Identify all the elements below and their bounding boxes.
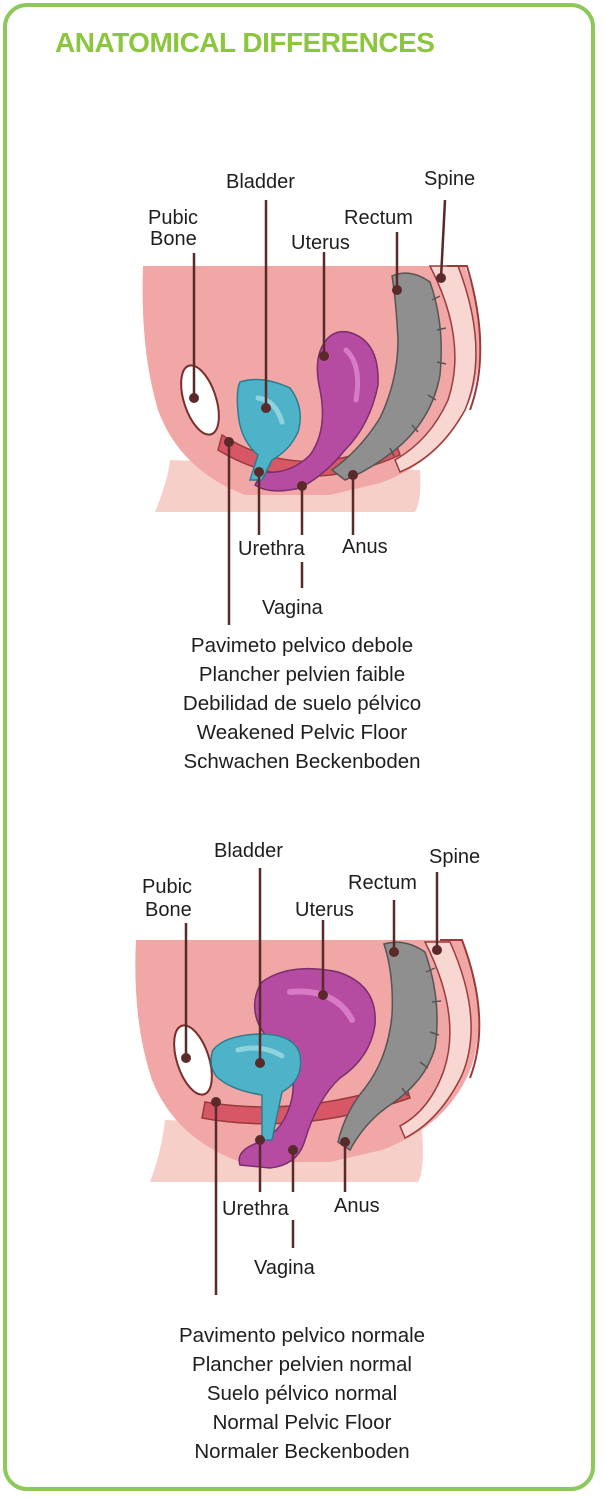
weakened-pelvic-floor-diagram: Pubic Bone Bladder Spine Rectum Uterus U… xyxy=(0,150,604,630)
label-rectum: Rectum xyxy=(344,207,413,229)
caption-german: Normaler Beckenboden xyxy=(194,1440,410,1463)
panel-frame xyxy=(3,3,595,1491)
label-vagina: Vagina xyxy=(262,597,323,619)
label-anus: Anus xyxy=(342,536,388,558)
label-urethra: Urethra xyxy=(222,1198,289,1220)
page-title: ANATOMICAL DIFFERENCES xyxy=(55,27,435,58)
caption-english: Weakened Pelvic Floor xyxy=(196,721,408,744)
label-bladder: Bladder xyxy=(214,840,283,862)
label-rectum: Rectum xyxy=(348,872,417,894)
normal-caption: Pavimento pelvico normale Plancher pelvi… xyxy=(0,1321,604,1466)
label-pubic-bone-line2: Bone xyxy=(150,228,197,250)
label-uterus: Uterus xyxy=(291,232,350,254)
caption-english: Normal Pelvic Floor xyxy=(212,1411,392,1434)
label-spine: Spine xyxy=(429,846,481,868)
caption-italian: Pavimeto pelvico debole xyxy=(190,634,414,657)
caption-italian: Pavimento pelvico normale xyxy=(178,1324,426,1347)
label-uterus: Uterus xyxy=(295,899,354,921)
caption-spanish: Suelo pélvico normal xyxy=(206,1382,398,1405)
caption-french: Plancher pelvien normal xyxy=(192,1353,412,1376)
label-spine: Spine xyxy=(424,168,476,190)
label-pubic-bone-line1: Pubic xyxy=(142,876,193,898)
label-vagina: Vagina xyxy=(254,1257,315,1279)
label-anus: Anus xyxy=(334,1195,380,1217)
label-pubic-bone-line1: Pubic xyxy=(148,207,199,229)
weakened-caption: Pavimeto pelvico debole Plancher pelvien… xyxy=(0,631,604,771)
normal-anatomy-illustration xyxy=(135,868,481,1295)
caption-german: Schwachen Beckenboden xyxy=(183,750,421,771)
caption-french: Plancher pelvien faible xyxy=(198,663,406,686)
label-bladder: Bladder xyxy=(226,171,295,193)
normal-pelvic-floor-diagram: Pubic Bone Bladder Spine Rectum Uterus U… xyxy=(0,820,604,1300)
caption-spanish: Debilidad de suelo pélvico xyxy=(182,692,422,715)
weakened-anatomy-illustration xyxy=(142,199,482,625)
label-pubic-bone-line2: Bone xyxy=(145,899,192,921)
label-urethra: Urethra xyxy=(238,538,305,560)
